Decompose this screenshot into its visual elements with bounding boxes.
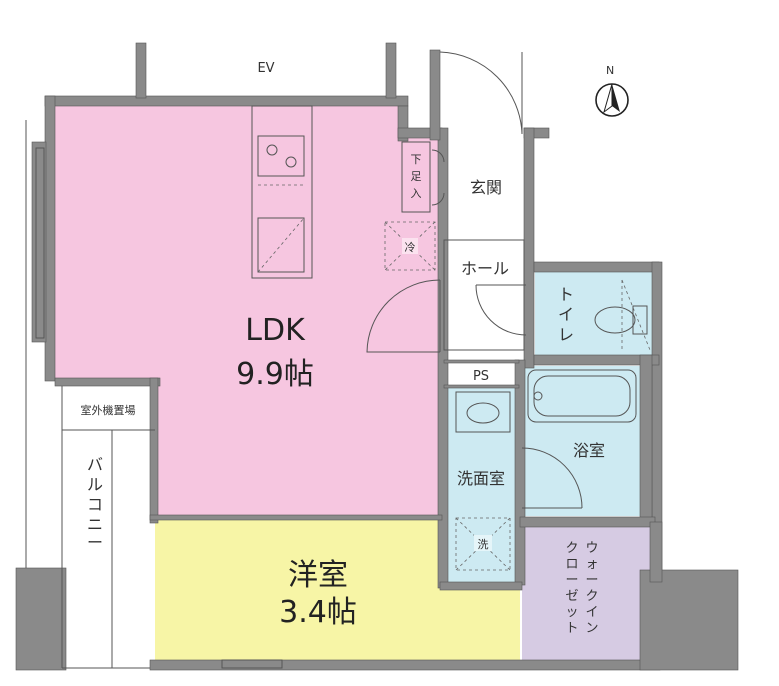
washroom-label: 洗面室 — [457, 469, 505, 488]
bathroom-label: 浴室 — [573, 441, 605, 460]
svg-text:イ: イ — [558, 305, 574, 324]
toilet-fixture — [594, 279, 651, 351]
svg-text:ゼ: ゼ — [565, 589, 578, 604]
svg-text:ロ: ロ — [565, 557, 578, 572]
svg-text:足: 足 — [411, 170, 422, 183]
bathroom-area — [522, 366, 640, 516]
svg-text:ォ: ォ — [585, 557, 598, 572]
shoe-storage-label: 下 足 入 — [411, 153, 422, 200]
svg-text:下: 下 — [411, 153, 422, 166]
walkin-closet-label: ウ ォ ー ク イ ン ク ロ ー ゼ ッ ト — [565, 541, 598, 636]
bathroom-door — [521, 447, 583, 509]
shoe-cabinet — [401, 141, 431, 213]
western-room-size: 3.4帖 — [279, 595, 357, 630]
fridge-space — [384, 221, 436, 271]
ldk-name: LDK — [245, 313, 306, 348]
svg-text:ク: ク — [565, 541, 578, 556]
compass-icon — [595, 83, 629, 117]
svg-text:ク: ク — [585, 589, 598, 604]
svg-text:ル: ル — [87, 475, 103, 494]
window-left — [35, 147, 45, 339]
svg-text:バ: バ — [87, 455, 103, 474]
western-room-name: 洋室 — [288, 558, 348, 593]
svg-text:ト: ト — [558, 285, 574, 304]
ev-label: EV — [257, 61, 274, 76]
walkin-closet-area — [522, 527, 650, 662]
outdoor-unit-label: 室外機置場 — [81, 403, 136, 417]
svg-text:ー: ー — [87, 533, 103, 552]
ps-label: PS — [473, 369, 489, 384]
window-bottom — [221, 659, 283, 669]
washer-label: 洗 — [478, 538, 489, 551]
fridge-label: 冷 — [405, 241, 416, 254]
svg-text:レ: レ — [558, 325, 574, 344]
washing-machine-space — [455, 517, 511, 571]
svg-text:コ: コ — [87, 495, 103, 514]
hall-label: ホール — [461, 259, 509, 278]
svg-text:ー: ー — [565, 573, 578, 588]
compass-label: N — [606, 64, 614, 77]
shoe-cabinet-doors — [431, 149, 445, 206]
svg-text:ー: ー — [585, 573, 598, 588]
bathtub — [527, 369, 637, 423]
balcony-label: バ ル コ ニ ー — [87, 455, 103, 552]
washroom-area — [444, 388, 522, 585]
svg-text:入: 入 — [411, 187, 422, 200]
svg-text:ッ: ッ — [565, 605, 578, 620]
svg-text:ン: ン — [585, 621, 598, 636]
kitchen-counter — [251, 105, 313, 279]
ldk-area — [55, 106, 440, 517]
toilet-label: ト イ レ — [558, 285, 574, 344]
balcony-outline — [25, 120, 155, 669]
entrance-label: 玄関 — [470, 178, 502, 197]
toilet-door — [475, 284, 527, 336]
svg-text:イ: イ — [585, 605, 598, 620]
svg-text:ウ: ウ — [585, 541, 598, 556]
svg-text:ト: ト — [565, 621, 578, 636]
svg-text:ニ: ニ — [87, 515, 103, 534]
ldk-size: 9.9帖 — [236, 357, 314, 392]
washbasin — [455, 391, 511, 433]
ldk-door — [366, 279, 441, 353]
entrance-door — [439, 51, 523, 135]
hall-border — [443, 239, 525, 351]
